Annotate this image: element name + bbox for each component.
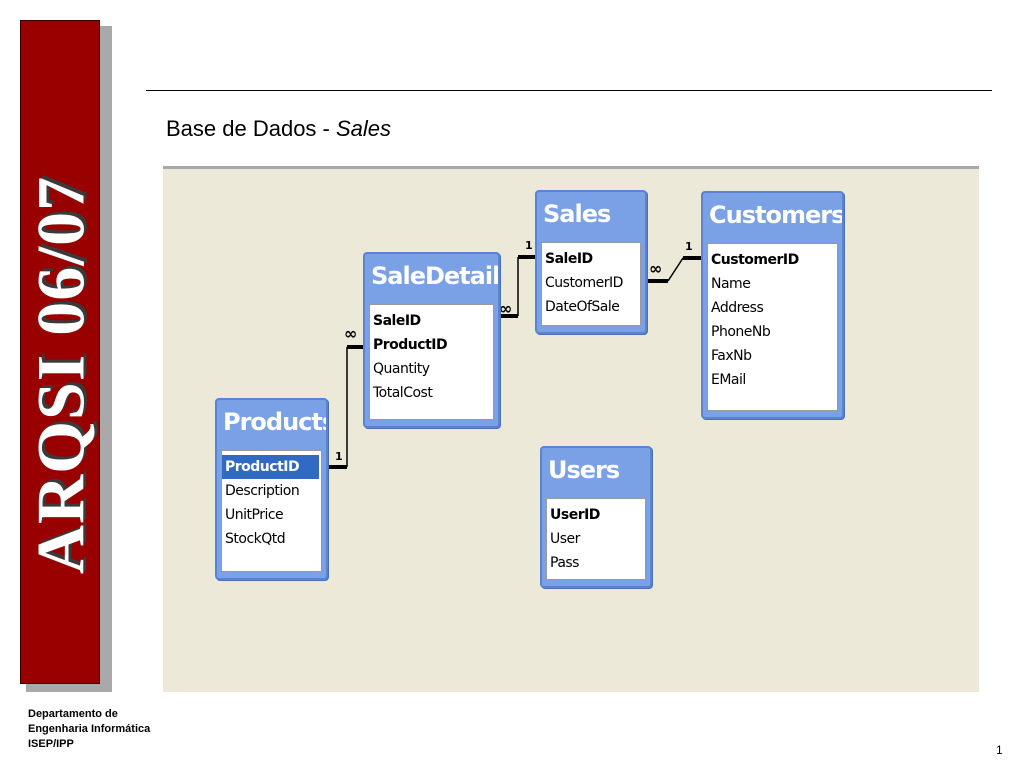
- cardinality-many-sales: ∞: [649, 259, 663, 278]
- table-users-fields: UserID User Pass: [546, 498, 646, 580]
- side-banner: ARQSI 06/07: [20, 20, 100, 684]
- field-products-unitprice[interactable]: UnitPrice: [225, 507, 284, 523]
- slide-title: Base de Dados - Sales: [166, 116, 391, 142]
- field-users-userid[interactable]: UserID: [550, 507, 600, 523]
- table-products-title[interactable]: Products: [223, 408, 326, 436]
- field-customers-faxnb[interactable]: FaxNb: [711, 348, 752, 364]
- table-sales[interactable]: Sales SaleID CustomerID DateOfSale: [535, 190, 647, 334]
- table-sales-fields: SaleID CustomerID DateOfSale: [541, 242, 641, 326]
- field-customers-email[interactable]: EMail: [711, 372, 746, 388]
- relation-customers-sales: [646, 256, 701, 283]
- footer-line-1: Departamento de: [28, 708, 118, 720]
- slide-title-italic: Sales: [335, 116, 392, 141]
- footer-institution: Departamento de Engenharia Informática I…: [28, 707, 150, 752]
- cardinality-one-products: 1: [335, 450, 343, 463]
- footer-line-2: Engenharia Informática: [28, 723, 151, 735]
- cardinality-one-sales: 1: [525, 239, 533, 252]
- cardinality-one-customers: 1: [685, 240, 693, 253]
- table-products[interactable]: Products ProductID Description UnitPrice…: [215, 398, 328, 580]
- table-saledetails-fields: SaleID ProductID Quantity TotalCost: [369, 304, 494, 420]
- table-saledetails[interactable]: SaleDetails SaleID ProductID Quantity To…: [363, 252, 500, 428]
- table-users[interactable]: Users UserID User Pass: [540, 446, 652, 588]
- field-products-stockqtd[interactable]: StockQtd: [225, 531, 286, 547]
- cardinality-many-saledetails: ∞: [499, 299, 513, 318]
- relationships-canvas: 1 ∞ 1 ∞ 1 ∞ Sales SaleID CustomerID Date…: [163, 166, 979, 692]
- page-number: 1: [996, 743, 1003, 757]
- field-users-pass[interactable]: Pass: [550, 555, 579, 571]
- field-customers-phonenb[interactable]: PhoneNb: [711, 324, 771, 340]
- table-saledetails-title[interactable]: SaleDetails: [371, 262, 498, 290]
- field-customers-customerid[interactable]: CustomerID: [711, 252, 799, 268]
- field-customers-address[interactable]: Address: [711, 300, 764, 316]
- table-products-fields: ProductID Description UnitPrice StockQtd: [221, 450, 322, 572]
- field-saledetails-totalcost[interactable]: TotalCost: [373, 385, 433, 401]
- banner-title: ARQSI 06/07: [22, 175, 99, 575]
- field-saledetails-quantity[interactable]: Quantity: [373, 361, 430, 377]
- field-sales-saleid[interactable]: SaleID: [545, 251, 593, 267]
- field-users-user[interactable]: User: [550, 531, 580, 547]
- relation-products-saledetails: [327, 345, 364, 469]
- relation-line: [667, 257, 684, 282]
- table-customers[interactable]: Customers CustomerID Name Address PhoneN…: [701, 191, 844, 419]
- table-sales-title[interactable]: Sales: [543, 200, 611, 228]
- field-saledetails-saleid[interactable]: SaleID: [373, 313, 421, 329]
- relationship-lines: [327, 255, 701, 469]
- field-products-description[interactable]: Description: [225, 483, 300, 499]
- field-products-productid[interactable]: ProductID: [222, 455, 319, 479]
- footer-line-3: ISEP/IPP: [28, 738, 74, 750]
- field-sales-customerid[interactable]: CustomerID: [545, 275, 623, 291]
- title-rule: [146, 90, 992, 91]
- table-users-title[interactable]: Users: [548, 456, 620, 484]
- cardinality-many-saledetails-product: ∞: [344, 324, 358, 343]
- field-sales-dateofsale[interactable]: DateOfSale: [545, 299, 620, 315]
- field-customers-name[interactable]: Name: [711, 276, 751, 292]
- slide-title-main: Base de Dados -: [166, 116, 336, 141]
- table-customers-title[interactable]: Customers: [709, 201, 842, 229]
- table-customers-fields: CustomerID Name Address PhoneNb FaxNb EM…: [707, 243, 838, 411]
- field-saledetails-productid[interactable]: ProductID: [373, 337, 448, 353]
